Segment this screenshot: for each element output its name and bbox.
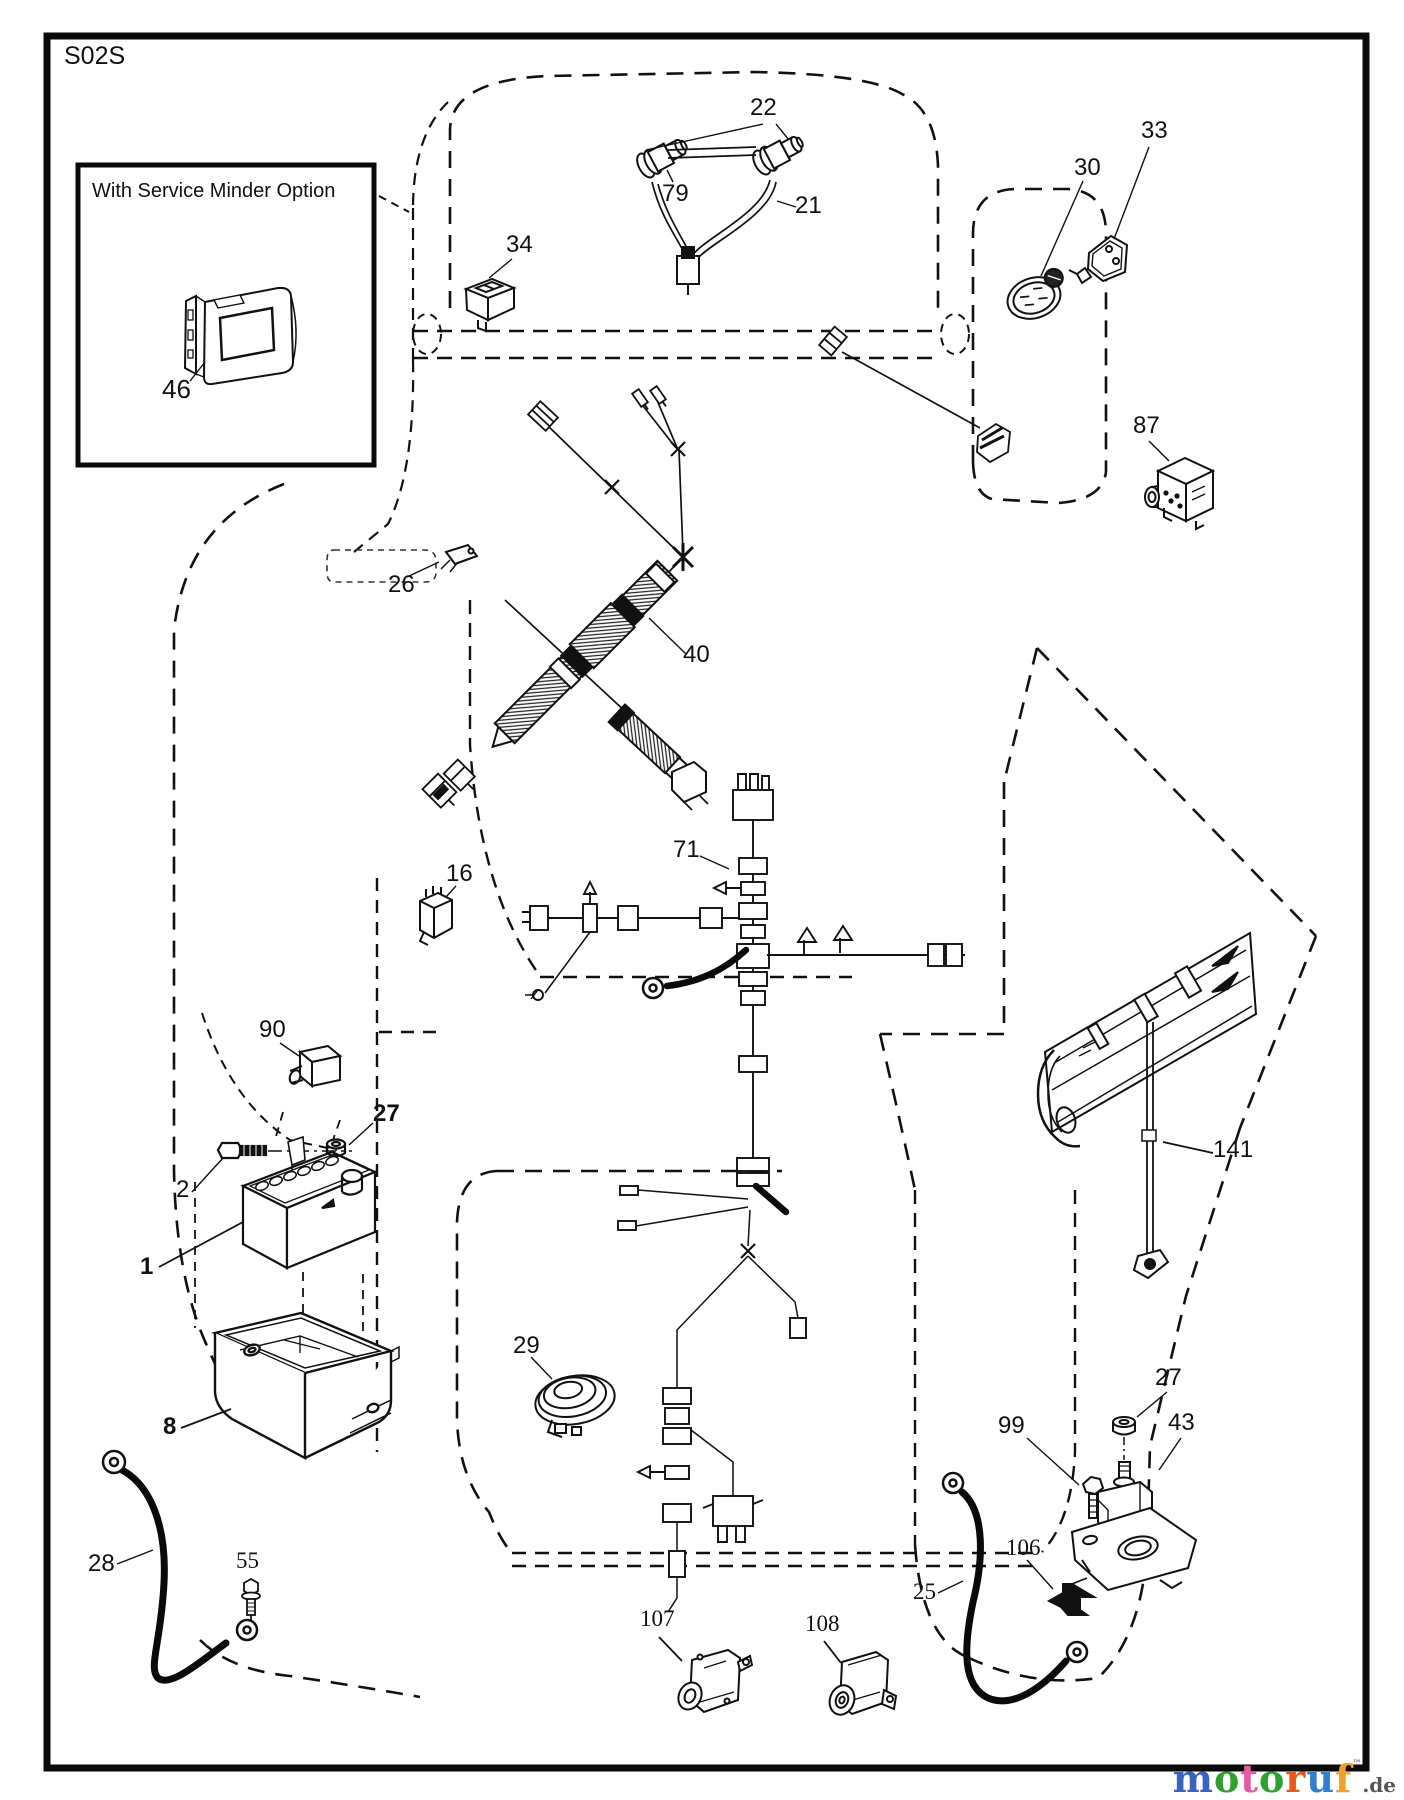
logo-letter: t	[1240, 1756, 1259, 1800]
part-label-27-solenoid: 27	[1155, 1364, 1182, 1391]
inset-title: With Service Minder Option	[92, 180, 336, 202]
bracket-assembly-141	[1036, 931, 1258, 1280]
part-label-90: 90	[259, 1016, 286, 1043]
battery-box	[211, 1311, 400, 1461]
hour-meter-90	[288, 1044, 343, 1089]
part-label-34: 34	[506, 231, 533, 258]
part-label-27-battery: 27	[373, 1100, 400, 1127]
part-label-30: 30	[1074, 154, 1101, 181]
headlight-harness	[636, 135, 804, 295]
logo-letter: o	[1214, 1756, 1241, 1800]
part-label-25: 25	[913, 1579, 936, 1604]
part-label-21: 21	[795, 192, 822, 219]
harness-connectors	[421, 325, 1011, 809]
part-label-141: 141	[1213, 1136, 1254, 1163]
logo-letter: o	[1258, 1756, 1286, 1800]
part-label-16: 16	[446, 860, 473, 887]
part-label-55: 55	[236, 1548, 259, 1573]
trademark-mark: ™	[1352, 1759, 1363, 1769]
logo-letter: m	[1172, 1756, 1215, 1800]
part-label-106: 106	[1006, 1535, 1041, 1560]
drawing-code: S02S	[64, 42, 126, 70]
interlock-module	[1068, 234, 1129, 285]
inset-part-label: 46	[162, 374, 191, 404]
battery	[216, 1135, 378, 1270]
wiring-harness-conduit	[491, 559, 709, 811]
part-label-29: 29	[513, 1332, 540, 1359]
motoruf-word: motoruf	[1173, 1756, 1353, 1800]
part-label-79: 79	[662, 180, 689, 207]
part-label-71: 71	[673, 836, 700, 863]
tractor-outlines	[172, 70, 1318, 1699]
part-label-26: 26	[388, 571, 415, 598]
logo-letter: u	[1306, 1756, 1335, 1800]
page-frame	[43, 32, 1370, 1772]
fuse	[440, 543, 479, 573]
ignition-switch	[1006, 267, 1064, 320]
logo-letter: f	[1334, 1756, 1353, 1800]
part-label-1: 1	[140, 1253, 154, 1280]
solenoid-107	[677, 1648, 754, 1714]
harness-backbone	[522, 773, 965, 1613]
service-minder	[183, 286, 297, 386]
wire-junction-marks	[604, 441, 756, 1259]
logo-letter: r	[1285, 1756, 1307, 1800]
part-label-40: 40	[683, 641, 710, 668]
solenoid-108	[828, 1650, 898, 1716]
motoruf-suffix: .de	[1362, 1773, 1396, 1797]
cable-ring-terminals	[101, 976, 1089, 1664]
motoruf-watermark: motoruf™.de	[1173, 1760, 1396, 1798]
relay-87	[1144, 456, 1216, 531]
screw-55	[241, 1577, 261, 1620]
part-label-28: 28	[88, 1550, 115, 1577]
switch-34	[463, 277, 517, 333]
solenoid-mount-group	[1046, 1416, 1198, 1616]
part-label-87: 87	[1133, 412, 1160, 439]
relay-connector-16	[418, 886, 453, 946]
part-label-33: 33	[1141, 117, 1168, 144]
part-label-43: 43	[1168, 1409, 1195, 1436]
leader-lines	[116, 123, 1214, 1664]
battery-cables	[118, 946, 1070, 1705]
part-label-8: 8	[163, 1413, 177, 1440]
part-label-2: 2	[176, 1176, 190, 1203]
part-label-99: 99	[998, 1412, 1025, 1439]
part-label-22: 22	[750, 94, 777, 121]
part-label-108: 108	[805, 1611, 840, 1636]
part-label-107: 107	[640, 1606, 675, 1631]
horn	[534, 1374, 616, 1438]
